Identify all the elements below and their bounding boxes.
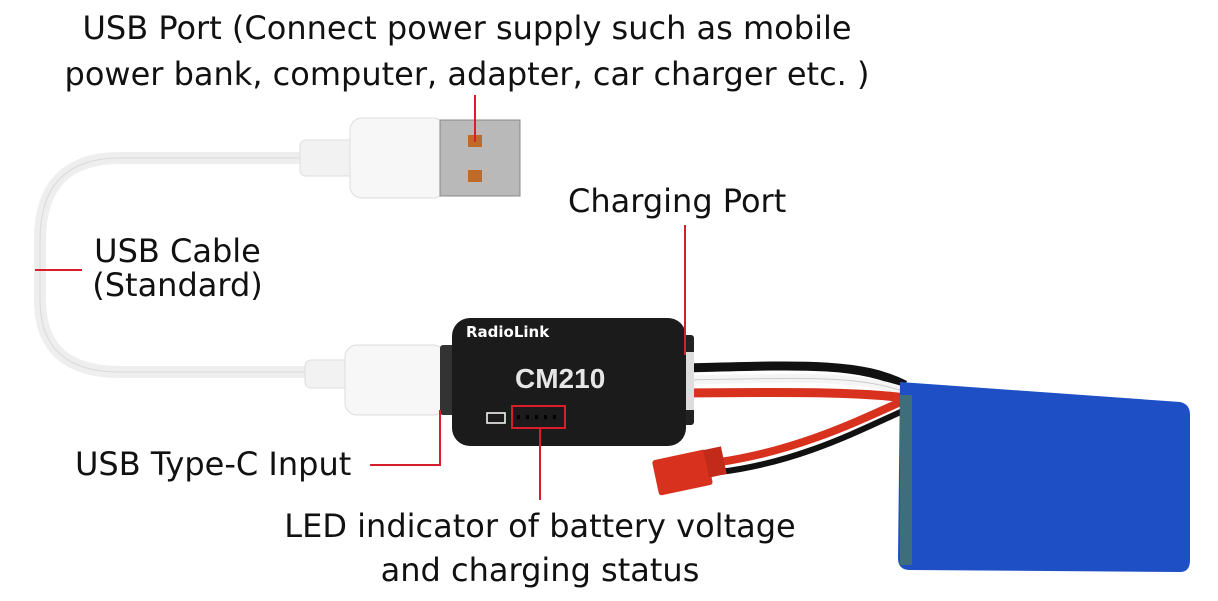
usb-cable-label-line2: (Standard) <box>92 266 263 304</box>
usb-cable-label-line1: USB Cable <box>94 232 261 270</box>
callout-lines <box>35 95 686 500</box>
model-name: CM210 <box>515 363 606 394</box>
battery-icon <box>486 412 506 424</box>
led-label-line1: LED indicator of battery voltage <box>284 507 796 545</box>
usb-c-plug <box>304 344 446 416</box>
jst-connector <box>652 446 727 496</box>
brand-logo: RadioLink <box>466 323 550 341</box>
led-label-line2: and charging status <box>380 551 700 589</box>
lipo-battery <box>898 382 1190 572</box>
usb-port-label-line1: USB Port (Connect power supply such as m… <box>82 9 852 47</box>
cm210-charger <box>440 318 694 446</box>
type-c-input-label: USB Type-C Input <box>75 445 352 483</box>
usb-port-label-line2: power bank, computer, adapter, car charg… <box>64 55 870 93</box>
usb-a-plug <box>299 117 521 199</box>
charging-port-label: Charging Port <box>568 182 787 220</box>
